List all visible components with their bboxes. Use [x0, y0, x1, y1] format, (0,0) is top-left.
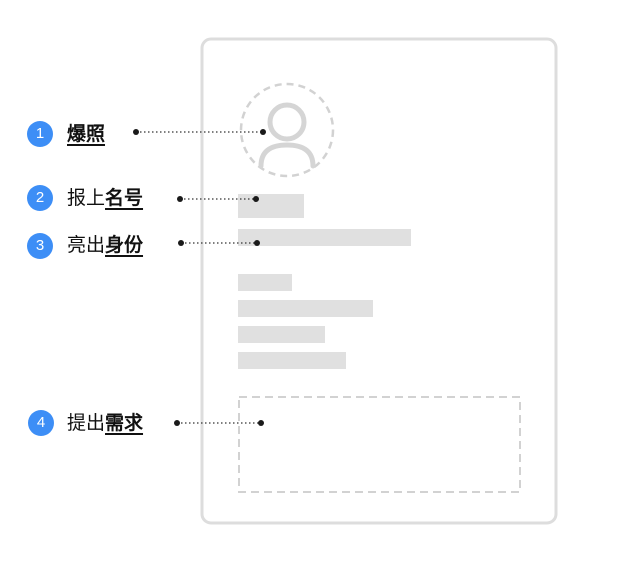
step-1-emphasis: 爆照: [67, 123, 106, 145]
step-2-emphasis: 名号: [105, 187, 144, 209]
step-3-prefix: 亮出: [67, 234, 106, 256]
step-3-emphasis: 身份: [105, 234, 144, 256]
leader-line-3: [178, 240, 260, 246]
step-4-emphasis: 需求: [105, 412, 144, 434]
name-placeholder-bar: [238, 194, 304, 218]
step-1-label: 爆照: [67, 123, 105, 145]
detail-line: [238, 274, 292, 291]
step-1-badge: 1: [27, 121, 53, 147]
step-3-label: 亮出身份: [67, 234, 143, 256]
detail-line: [238, 352, 346, 369]
step-4-label: 提出需求: [67, 412, 143, 434]
step-2-label: 报上名号: [67, 187, 143, 209]
avatar-placeholder: [239, 82, 335, 178]
step-2-badge: 2: [27, 185, 53, 211]
step-4-prefix: 提出: [67, 412, 106, 434]
avatar-user-icon: [258, 102, 316, 169]
leader-line-4: [174, 420, 264, 426]
identity-placeholder-bar: [238, 229, 411, 246]
detail-line: [238, 326, 325, 343]
leader-line-2: [177, 196, 259, 202]
profile-card: [200, 37, 558, 525]
detail-line: [238, 300, 373, 317]
request-placeholder-box: [238, 396, 521, 493]
step-4-badge: 4: [28, 410, 54, 436]
step-3-badge: 3: [27, 233, 53, 259]
step-2-prefix: 报上: [67, 187, 106, 209]
leader-line-1: [133, 129, 266, 135]
